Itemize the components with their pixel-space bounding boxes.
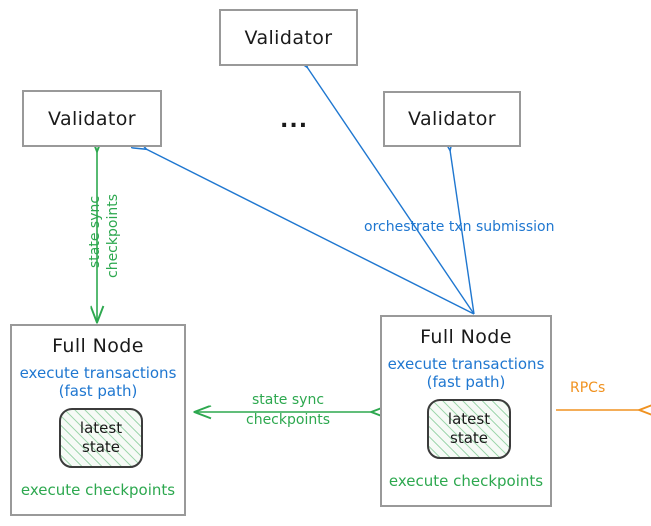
latest-state-box-right: latest state — [427, 399, 511, 459]
latest-state-box-left: latest state — [59, 408, 143, 468]
full-node-right-blue-line2: (fast path) — [426, 373, 506, 391]
full-node-left-title: Full Node — [52, 335, 144, 357]
validator-box-top[interactable]: Validator — [219, 9, 358, 66]
state-sync-mid-label-line2: checkpoints — [246, 412, 330, 428]
rpcs-label: RPCs — [570, 380, 606, 396]
edge-fullnode-to-top-validator — [307, 67, 475, 315]
state-sync-vertical-label-line1: state sync — [87, 195, 103, 268]
validator-top-label: Validator — [244, 27, 333, 49]
full-node-left-blue-line2: (fast path) — [58, 382, 138, 400]
orchestrate-txn-submission-label: orchestrate txn submission — [364, 219, 555, 235]
validators-ellipsis: ... — [280, 108, 309, 133]
latest-state-right-line1: latest — [447, 410, 491, 428]
latest-state-right-line2: state — [450, 429, 488, 447]
latest-state-left-line1: latest — [79, 419, 123, 437]
validator-left-label: Validator — [48, 108, 136, 130]
validator-box-right[interactable]: Validator — [383, 91, 521, 147]
state-sync-vertical-label-line2: checkpoints — [105, 194, 121, 278]
full-node-box-right[interactable]: Full Node execute transactions (fast pat… — [380, 315, 552, 507]
full-node-right-blue-line1: execute transactions — [387, 355, 545, 373]
latest-state-left-line2: state — [82, 438, 120, 456]
validator-right-label: Validator — [408, 108, 496, 130]
full-node-right-green-line: execute checkpoints — [388, 472, 544, 490]
validator-box-left[interactable]: Validator — [22, 90, 162, 147]
edge-fullnode-to-left-validator — [146, 149, 475, 315]
full-node-left-blue-line1: execute transactions — [19, 364, 177, 382]
edge-fullnode-to-right-validator — [450, 150, 475, 315]
full-node-box-left[interactable]: Full Node execute transactions (fast pat… — [10, 324, 186, 516]
full-node-left-green-line: execute checkpoints — [20, 481, 176, 499]
state-sync-mid-label-line1: state sync — [251, 392, 325, 408]
full-node-right-title: Full Node — [420, 326, 512, 348]
